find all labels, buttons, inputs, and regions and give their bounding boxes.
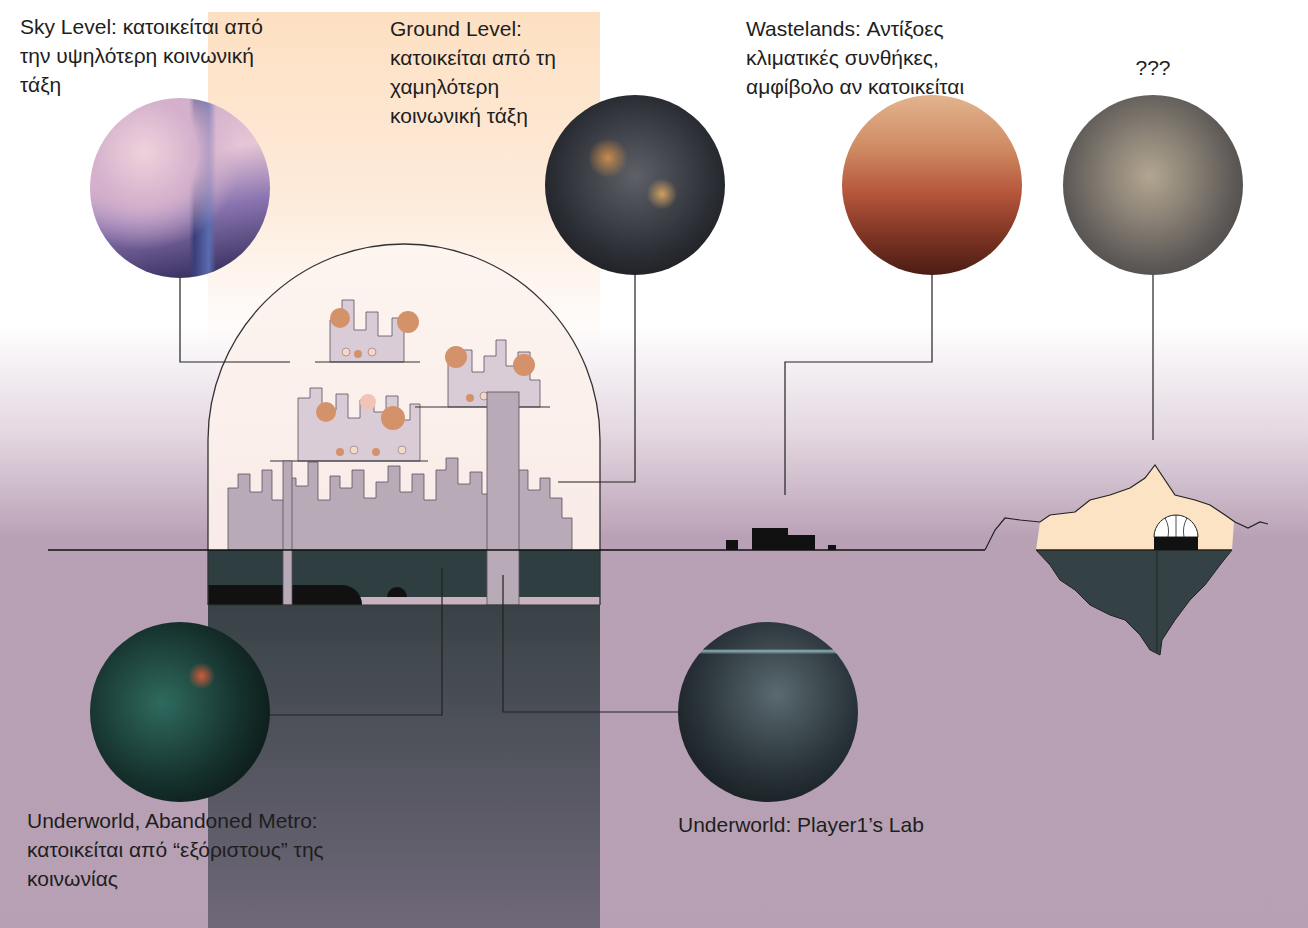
island-outline bbox=[985, 465, 1268, 550]
tree bbox=[360, 394, 376, 410]
location-circle: Underworld, Abandoned Metro: κατοικείται… bbox=[90, 622, 270, 802]
ground-line bbox=[48, 549, 985, 550]
leader-line bbox=[180, 278, 290, 362]
small-tree bbox=[368, 348, 376, 356]
location-circle: Underworld: Player1’s Lab bbox=[678, 622, 858, 802]
ground-skyline bbox=[228, 458, 572, 550]
sky-platform bbox=[315, 361, 420, 362]
metro-entrance bbox=[387, 587, 407, 597]
dome-outline bbox=[208, 244, 600, 605]
leader-line bbox=[503, 575, 678, 712]
location-circle: Ground Level: κατοικείται από τη χαμηλότ… bbox=[545, 95, 725, 275]
location-circle: ??? bbox=[1063, 95, 1243, 275]
location-label: Wastelands: Αντίξοες κλιματικές συνθήκες… bbox=[746, 14, 1021, 101]
leader-line bbox=[270, 568, 442, 715]
tree bbox=[381, 406, 405, 430]
tree bbox=[397, 311, 419, 333]
tree bbox=[445, 346, 467, 368]
small-tree bbox=[350, 446, 358, 454]
sky-platform bbox=[270, 460, 428, 461]
ruin bbox=[726, 540, 738, 550]
island-shaft bbox=[1157, 550, 1158, 652]
small-tree bbox=[336, 448, 344, 456]
dome-fill bbox=[208, 244, 600, 550]
island-ground bbox=[1036, 549, 1232, 550]
small-tree bbox=[342, 348, 350, 356]
location-circle: Wastelands: Αντίξοες κλιματικές συνθήκες… bbox=[842, 95, 1022, 275]
small-tree bbox=[466, 394, 474, 402]
island-land bbox=[1036, 465, 1234, 550]
location-label: ??? bbox=[1063, 53, 1243, 82]
ruin bbox=[788, 535, 815, 550]
lower-band bbox=[208, 550, 600, 928]
pillar bbox=[487, 392, 519, 605]
location-label: Underworld, Abandoned Metro: κατοικείται… bbox=[27, 806, 399, 893]
tree bbox=[513, 354, 535, 376]
ruin bbox=[752, 528, 788, 550]
small-tree bbox=[398, 446, 406, 454]
ruin bbox=[828, 545, 836, 550]
pillar bbox=[283, 461, 292, 605]
underground-layer bbox=[208, 550, 600, 605]
small-dome bbox=[1154, 515, 1198, 537]
tree bbox=[316, 402, 336, 422]
sky-platform bbox=[415, 406, 550, 407]
tree bbox=[330, 308, 350, 328]
location-label: Underworld: Player1’s Lab bbox=[678, 810, 998, 839]
location-label: Ground Level: κατοικείται από τη χαμηλότ… bbox=[390, 14, 595, 130]
small-dome-base bbox=[1154, 537, 1198, 550]
small-dome-ribs bbox=[1165, 515, 1187, 537]
sky-buildings bbox=[330, 300, 404, 362]
leader-line bbox=[785, 275, 932, 495]
small-tree bbox=[372, 448, 380, 456]
location-label: Sky Level: κατοικείται από την υψηλότερη… bbox=[20, 12, 282, 99]
sky-buildings bbox=[298, 388, 420, 461]
leader-line bbox=[558, 275, 635, 482]
small-tree bbox=[354, 350, 362, 358]
underground-edge bbox=[208, 605, 600, 606]
location-circle: Sky Level: κατοικείται από την υψηλότερη… bbox=[90, 98, 270, 278]
leader-line bbox=[1152, 275, 1153, 440]
island-underground bbox=[1036, 550, 1232, 655]
